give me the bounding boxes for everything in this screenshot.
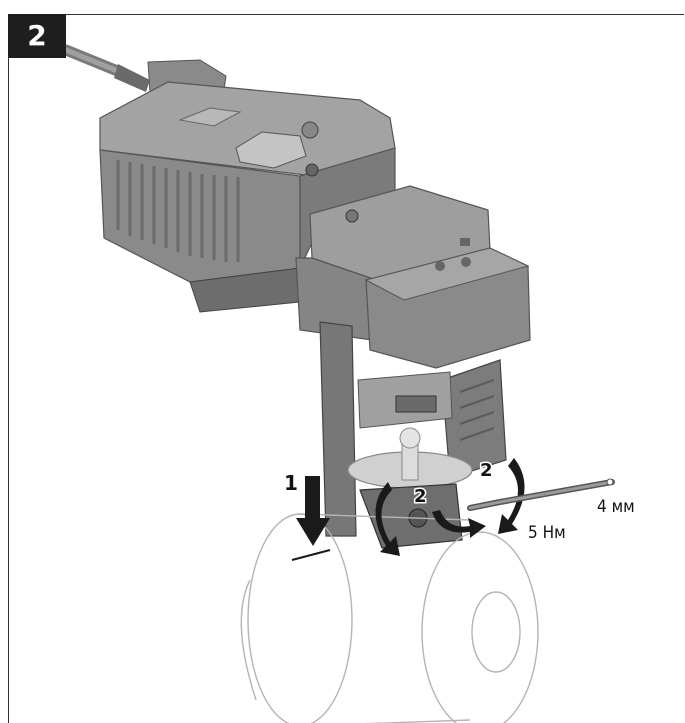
tighten-step-right-label: 2	[480, 460, 493, 481]
valve-neck	[347, 427, 473, 549]
actuator-adapter	[295, 185, 531, 369]
yoke-bracket	[319, 321, 507, 537]
hex-key-size-label: 4 мм	[597, 497, 635, 517]
actuator-housing	[99, 81, 396, 313]
torque-label: 5 Нм	[528, 523, 566, 543]
panel-border	[8, 14, 684, 723]
arrow-down-icon	[291, 476, 331, 561]
rotate-clockwise-icon	[375, 458, 525, 556]
tighten-step-left-label: 2	[414, 486, 427, 507]
hex-key-icon	[467, 478, 615, 511]
step-number-badge: 2	[8, 14, 66, 58]
press-step-label: 1	[284, 471, 298, 495]
valve-body	[240, 513, 539, 723]
